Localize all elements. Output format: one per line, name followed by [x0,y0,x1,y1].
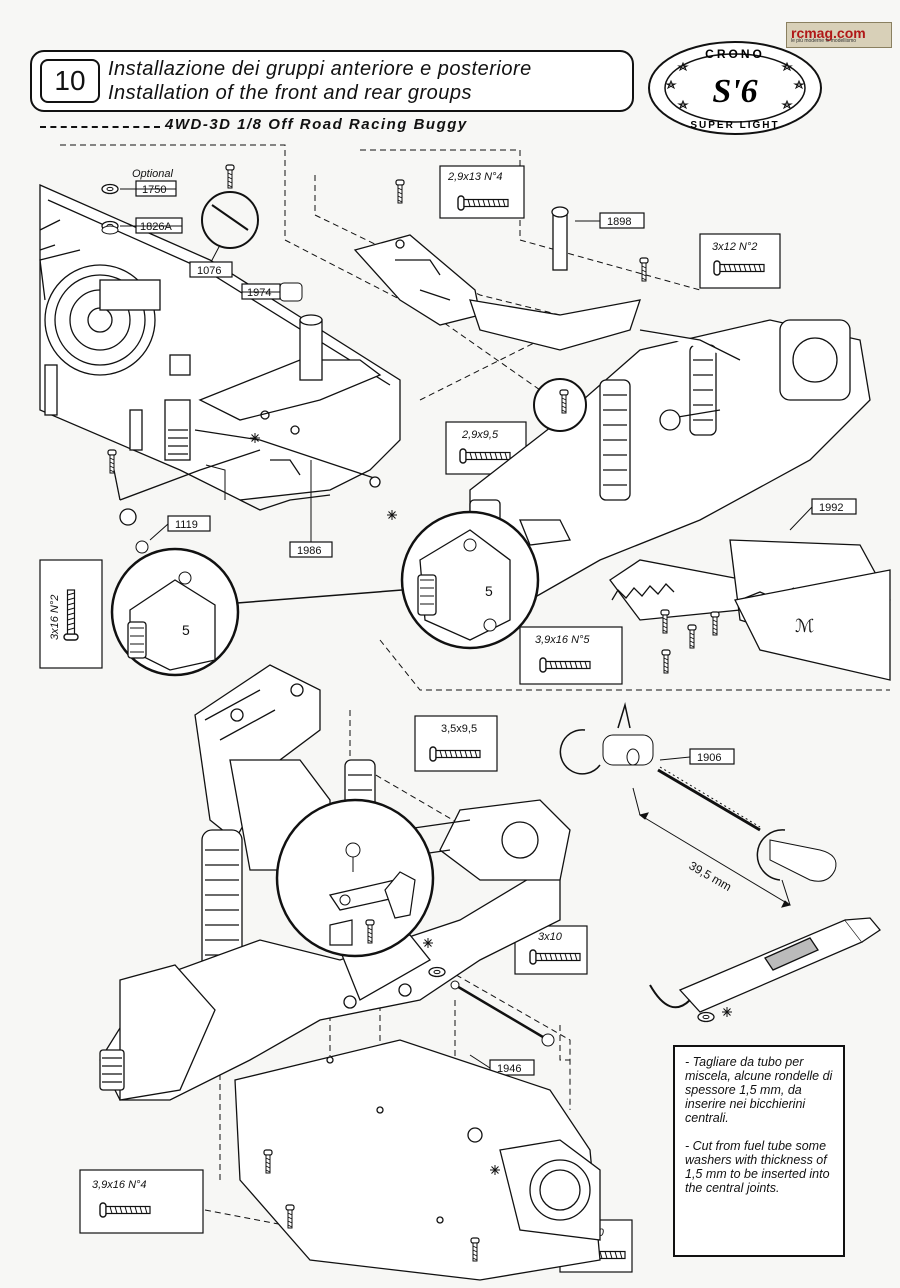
screw-312-text: 3x12 N°2 [712,241,757,253]
zoom-detail-left: 5 [110,547,240,677]
svg-text:ℳ: ℳ [795,616,814,636]
screw-310-a-text: 3x10 [538,931,563,943]
label-1119 [167,515,211,532]
subtitle-rule [40,126,160,128]
optional-text: Optional [132,168,174,180]
logo-bottom-text: SUPER LIGHT [690,120,779,131]
zoom-detail-right: 5 [400,510,540,650]
step-header: 10 Installazione dei gruppi anteriore e … [30,50,634,112]
part-1826a: 1826A [140,221,172,233]
screw-316-text: 3x16 N°2 [49,595,61,640]
wing-1992: ℳ [734,569,891,681]
part-1906: 1906 [697,752,721,764]
part-1986: 1986 [297,545,321,557]
note-english: - Cut from fuel tube some washers with t… [685,1139,830,1195]
wheel-mark-right: 5 [485,583,493,599]
site-tagline: le più moderne fx modellismo [791,38,857,44]
instruction-note: - Tagliare da tubo per miscela, alcune r… [673,1045,845,1257]
screw-box-3916-5 [519,626,623,685]
rear-assembly [99,664,601,1281]
site-name: rcmag.com [791,25,866,41]
part-1898: 1898 [607,216,631,228]
logo-mid-text: S'6 [712,73,757,110]
wheel-mark-left: 5 [182,622,190,638]
note-italian: - Tagliare da tubo per miscela, alcune r… [685,1055,833,1125]
screw-2995-text: 2,9x9,5 [461,429,499,441]
turnbuckle-1906: 39,5 mm [559,702,837,908]
crono-logo: CRONO S'6 SUPER LIGHT [648,41,822,135]
zoom-connector [236,589,403,604]
screw-box-2913 [439,165,525,219]
rcmag-logo: rcmag.com le più moderne fx modellismo [786,22,892,48]
screw-2913-text: 2,9x13 N°4 [447,171,503,183]
part-1119: 1119 [175,519,198,531]
callout-texts: Optional 1750 1826A 1076 1974 1119 1986 … [132,168,843,1075]
label-1992 [811,498,857,515]
part-1992: 1992 [819,502,843,514]
callout-leaders [120,188,813,1069]
driveshaft-1946 [428,966,555,1047]
step-number: 10 [40,59,100,103]
front-chassis-assembly [39,184,401,526]
screw-box-3916-4 [79,1169,204,1234]
screw-3916-4-text: 3,9x16 N°4 [92,1179,147,1191]
subtitle: 4WD-3D 1/8 Off Road Racing Buggy [165,116,468,133]
measure-text: 39,5 mm [687,858,734,893]
cutter-knife-icon [649,917,881,1023]
part-1750: 1750 [142,184,166,196]
part-1946: 1946 [497,1063,521,1075]
part-1974: 1974 [247,287,271,299]
logo-top-text: CRONO [705,47,765,61]
title-italian: Installazione dei gruppi anteriore e pos… [108,58,532,80]
screw-3595-text: 3,5x9,5 [441,723,477,735]
screw-box-3595 [414,715,498,772]
screw-box-312 [699,233,781,289]
logo-stars-icon [665,61,805,110]
title-english: Installation of the front and rear group… [108,82,473,104]
ballstud-1119 [107,449,149,554]
zoom-detail-bottom [275,798,435,958]
part-1076: 1076 [197,265,221,277]
screw-3916-5-text: 3,9x16 N°5 [535,634,590,646]
label-1906 [689,748,735,765]
